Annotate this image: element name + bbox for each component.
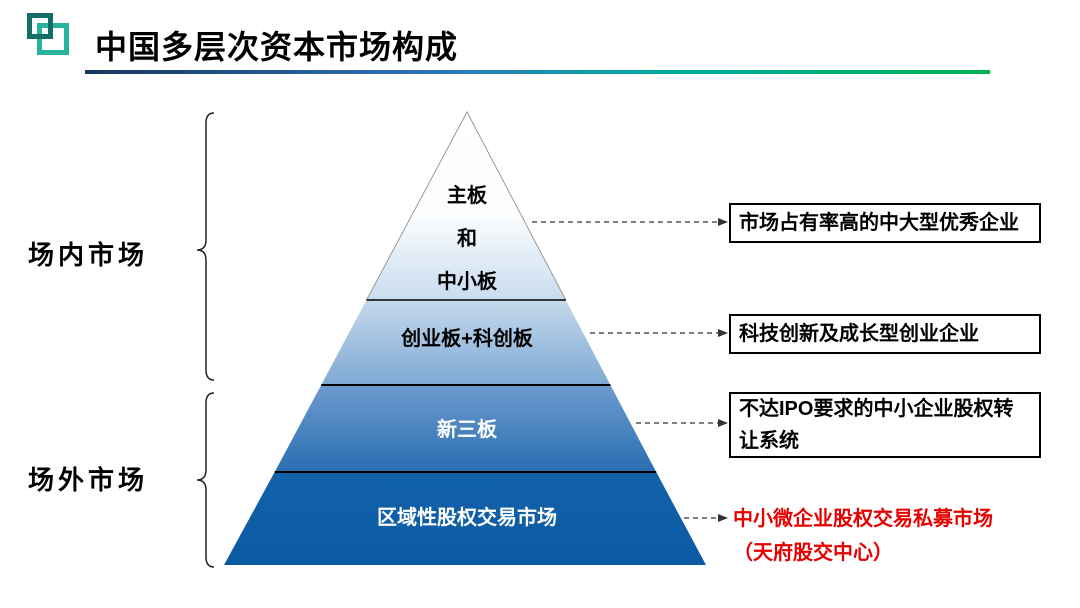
page-title: 中国多层次资本市场构成 — [95, 29, 459, 65]
tier1-line2: 和 — [457, 228, 477, 250]
pyramid-tier2-shape — [321, 300, 611, 385]
arrowhead-1 — [718, 218, 728, 226]
callout-chinext-star: 科技创新及成长型创业企业 — [729, 314, 1041, 354]
tier1-line3: 中小板 — [437, 271, 497, 293]
logo-inner-square — [27, 13, 53, 39]
callout-regional-line1: 中小微企业股权交易私募市场 — [733, 508, 993, 530]
arrowhead-4 — [718, 514, 728, 522]
pyramid-tier4-shape — [224, 472, 706, 565]
off-exchange-market-label: 场外市场 — [28, 465, 149, 495]
arrowhead-2 — [718, 329, 728, 337]
arrowhead-3 — [718, 419, 728, 427]
tier1-label: 主板 和 中小板 — [377, 175, 557, 304]
on-exchange-brace — [196, 112, 215, 381]
callout-regional-market: 中小微企业股权交易私募市场 （天府股交中心） — [733, 502, 1045, 570]
callout-main-board: 市场占有率高的中大型优秀企业 — [729, 203, 1041, 243]
tier2-label: 创业板+科创板 — [401, 328, 533, 350]
callout-regional-line2: （天府股交中心） — [733, 542, 893, 564]
callout-chinext-star-text: 科技创新及成长型创业企业 — [739, 323, 979, 345]
callout-neeq-text: 不达IPO要求的中小企业股权转让系统 — [739, 398, 1014, 452]
title-divider — [85, 70, 990, 74]
logo-outer-square — [37, 23, 69, 55]
pyramid-tier3-shape — [274, 385, 657, 472]
callout-main-board-text: 市场占有率高的中大型优秀企业 — [739, 212, 1019, 234]
tier3-label: 新三板 — [437, 419, 497, 441]
tier4-label: 区域性股权交易市场 — [377, 507, 557, 529]
tier1-line1: 主板 — [447, 185, 487, 207]
on-exchange-market-label: 场内市场 — [28, 240, 149, 270]
logo-icon — [24, 10, 74, 60]
off-exchange-brace — [196, 392, 215, 568]
callout-neeq: 不达IPO要求的中小企业股权转让系统 — [729, 392, 1041, 458]
